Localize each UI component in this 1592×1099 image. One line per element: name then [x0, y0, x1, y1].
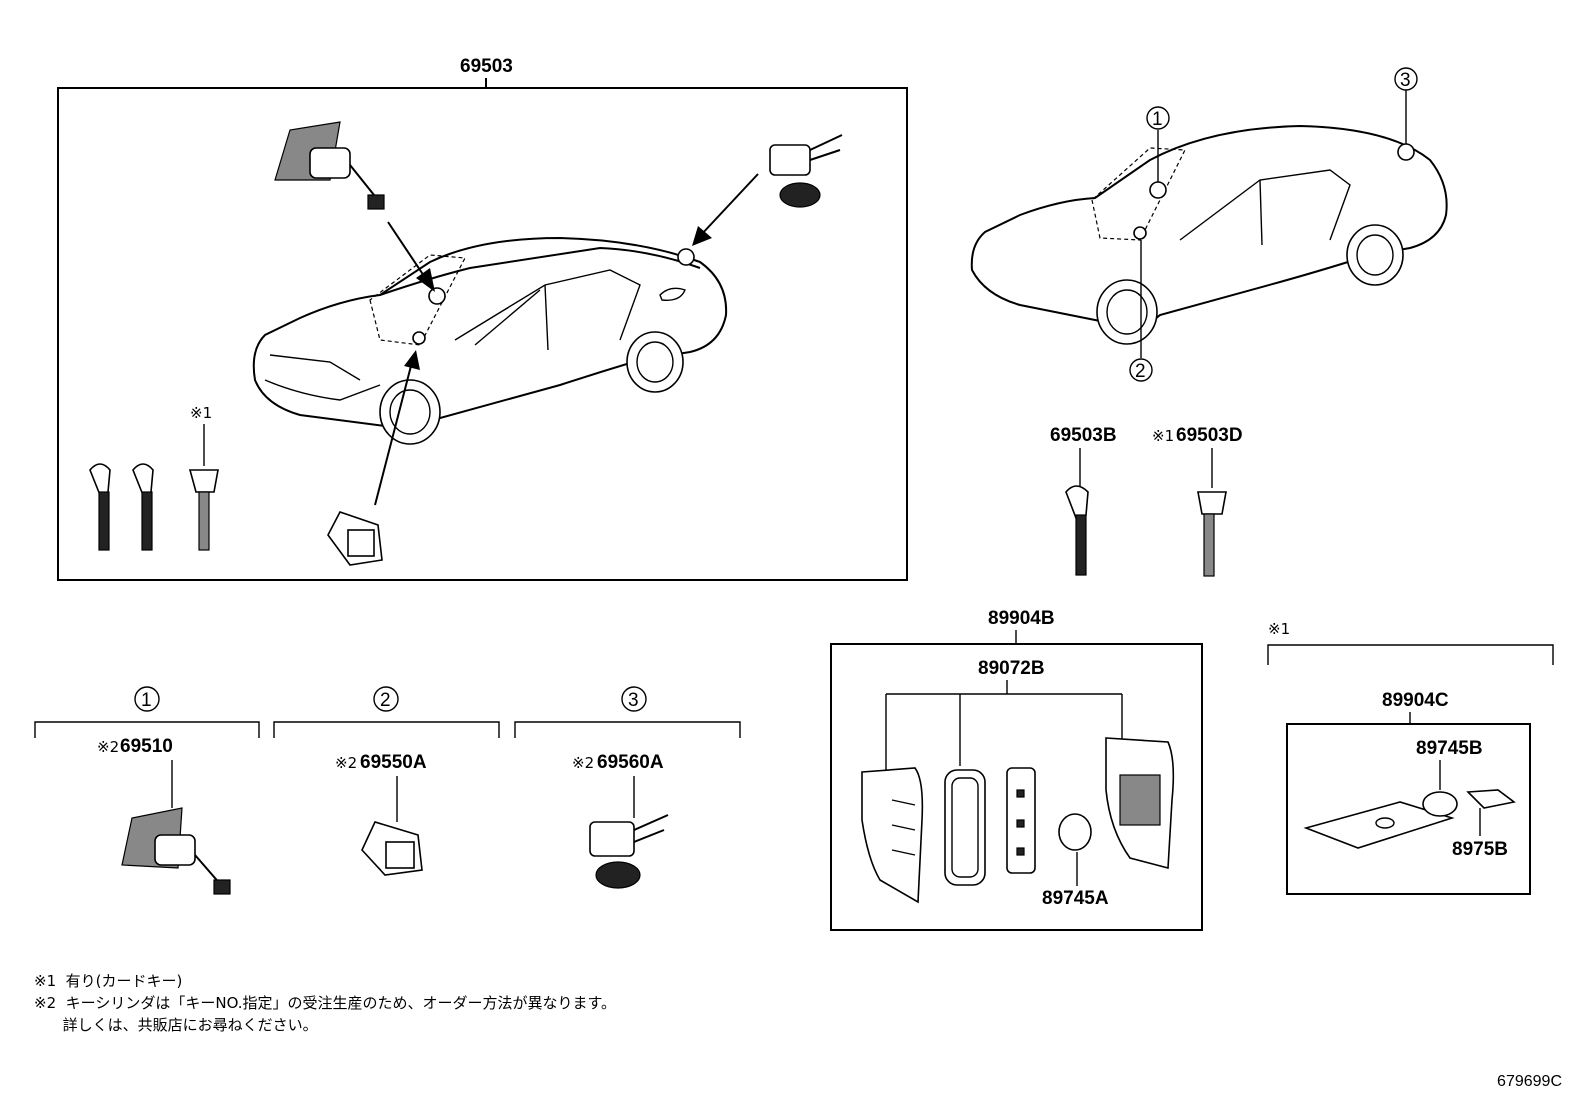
smartkey-leader-lines [885, 680, 1123, 770]
label-8975B: 8975B [1452, 839, 1508, 860]
assembly-box-89904B [830, 643, 1203, 931]
car-illustration-left [252, 236, 728, 445]
part-group-1: 1 ※2 69510 [34, 686, 260, 895]
callout-2-right: 2 [1135, 361, 1146, 382]
label-89745A: 89745A [1042, 888, 1109, 909]
callout-2-bottom: 2 [380, 690, 391, 711]
trunk-cylinder-illustration-top [769, 134, 843, 208]
label-69560A: 69560A [597, 752, 664, 773]
label-69550A: 69550A [360, 752, 427, 773]
part-group-2: 2 ※2 69550A [273, 686, 500, 876]
pointer-arrows [374, 173, 759, 506]
key-card-note-mark: ※1 [190, 404, 212, 422]
assembly-box-89904C [1286, 723, 1531, 895]
label-89904B: 89904B [988, 608, 1055, 629]
part-69510-note-mark: ※2 [97, 738, 119, 756]
smartkey-components [861, 737, 1175, 904]
assembly-box-69503 [57, 87, 908, 581]
label-89072B: 89072B [978, 658, 1045, 679]
card-key-components [1303, 789, 1516, 849]
key-69503D-note-mark: ※1 [1152, 427, 1174, 445]
label-69510: 69510 [120, 736, 173, 757]
label-89745B: 89745B [1416, 738, 1483, 759]
door-cylinder-illustration-top [327, 511, 383, 566]
callout-3-right: 3 [1400, 70, 1411, 91]
footnote-2: ※2 キーシリンダは「キーNO.指定」の受注生産のため、オーダー方法が異なります… [34, 994, 617, 1012]
footnote-1: ※1 有り(カードキー) [34, 972, 183, 990]
key-blades-main: ※1 [89, 404, 219, 551]
label-69503D: 69503D [1176, 425, 1243, 446]
callout-1-bottom: 1 [141, 690, 152, 711]
right-callouts: 1 3 2 [1129, 67, 1418, 382]
label-69503B: 69503B [1050, 425, 1117, 446]
callout-3-bottom: 3 [628, 690, 639, 711]
callout-1-right: 1 [1152, 109, 1163, 130]
label-69503: 69503 [460, 56, 513, 77]
key-69503D-illustration [1197, 491, 1227, 577]
ignition-cylinder-illustration-top [274, 121, 385, 210]
key-69503B-illustration [1065, 485, 1089, 576]
footnote-3: 詳しくは、共販店にお尋ねください。 [34, 1016, 318, 1034]
drawing-code: 679699C [1497, 1073, 1562, 1090]
card-key-note-mark: ※1 [1268, 620, 1290, 638]
part-69550A-note-mark: ※2 [335, 754, 357, 772]
car-illustration-right [970, 124, 1448, 345]
part-69560A-note-mark: ※2 [572, 754, 594, 772]
label-89904C: 89904C [1382, 690, 1449, 711]
footnotes: ※1 有り(カードキー) ※2 キーシリンダは「キーNO.指定」の受注生産のため… [34, 970, 616, 1036]
part-group-3: 3 ※2 69560A [514, 686, 741, 889]
